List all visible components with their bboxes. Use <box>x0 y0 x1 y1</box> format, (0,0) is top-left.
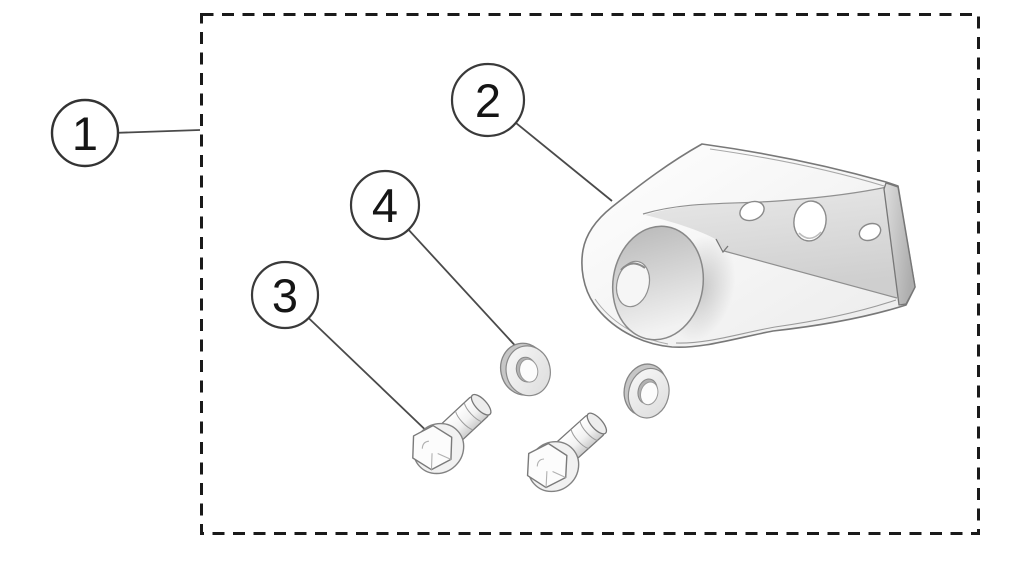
bracket-flange <box>883 182 916 306</box>
bracket-fold-line <box>642 186 888 215</box>
bracket-cavity-opening <box>611 225 705 341</box>
bolt-b-shaft-bands <box>570 421 598 450</box>
bracket-lobe-rim-line <box>594 298 669 345</box>
callout-1-circle[interactable] <box>50 98 120 168</box>
bolt-b-hex-head <box>526 442 568 489</box>
callout-1-label: 1 <box>72 107 98 160</box>
bolt-b-head-facets <box>536 458 566 488</box>
leader-line-3 <box>294 304 437 441</box>
bracket-hole-small-left <box>739 200 765 222</box>
bracket-hole-large <box>793 200 827 242</box>
bracket-cavity <box>611 225 705 341</box>
mounting-bracket <box>581 143 916 349</box>
callout-4-label: 4 <box>372 179 398 232</box>
bracket-hole-small-right <box>858 222 882 242</box>
assembly-boundary-box <box>200 13 980 535</box>
callout-4[interactable]: 4 <box>349 169 421 241</box>
callout-2-circle[interactable] <box>450 62 526 138</box>
bracket-notch <box>715 238 729 254</box>
bracket-crease-line <box>723 250 898 299</box>
callout-1[interactable]: 1 <box>50 98 120 168</box>
bolt-a-head-facets <box>421 440 452 470</box>
leader-line-4 <box>394 214 522 353</box>
callout-3[interactable]: 3 <box>250 260 320 330</box>
bolt-a-hex-head <box>412 424 453 471</box>
callout-2[interactable]: 2 <box>450 62 526 138</box>
bolt-a-shaft-bands <box>454 402 483 431</box>
bracket-top-edge-line <box>709 148 885 187</box>
callout-2-label: 2 <box>475 74 501 127</box>
callout-4-circle[interactable] <box>349 169 421 241</box>
washer-a <box>499 342 551 397</box>
bracket-cavity-hole-shadow <box>620 262 646 271</box>
washer-b-hole <box>640 381 659 406</box>
callout-3-label: 3 <box>272 269 298 322</box>
washer-a-hole <box>519 358 539 383</box>
leader-lines <box>111 109 613 441</box>
washer-b <box>623 363 670 419</box>
bolt-a-tip <box>470 393 492 416</box>
bolt-a <box>412 393 492 475</box>
bracket-mount-face <box>645 187 898 298</box>
bracket-cavity-through-hole <box>615 260 651 308</box>
bolt-b <box>526 412 608 493</box>
leader-line-1 <box>111 129 201 134</box>
leader-line-2 <box>499 109 613 202</box>
bracket-hole-large-shadow <box>798 231 822 240</box>
callout-3-circle[interactable] <box>250 260 320 330</box>
bolt-b-tip <box>586 412 608 435</box>
bracket-bottom-thickness-line <box>675 299 897 344</box>
